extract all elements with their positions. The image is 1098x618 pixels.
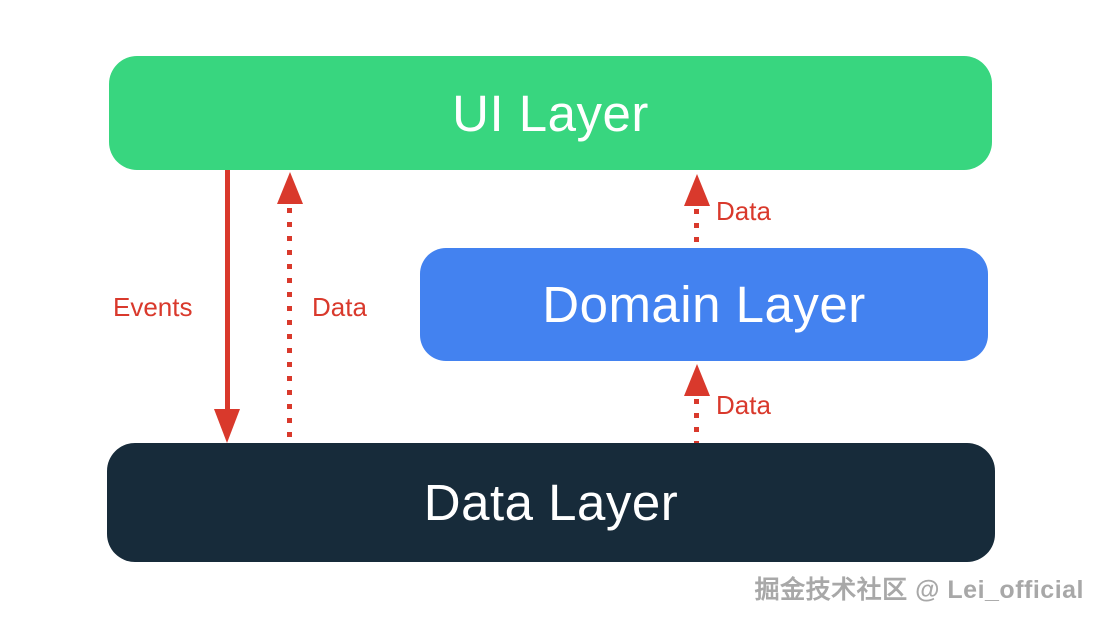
events-arrow-label: Events [113, 292, 193, 322]
domain-layer-box: Domain Layer [420, 248, 988, 361]
data-to-ui-arrow-line [287, 208, 292, 443]
data-layer-label: Data Layer [423, 474, 679, 531]
data-to-domain-arrow-line [694, 399, 699, 443]
ui-layer-label: UI Layer [452, 84, 649, 142]
domain-layer-label: Domain Layer [542, 276, 866, 333]
data-to-ui-arrow-label: Data [312, 292, 367, 322]
data-to-domain-arrowhead-up-icon [684, 364, 710, 396]
domain-to-ui-arrowhead-up-icon [684, 174, 710, 206]
events-arrowhead-down-icon [214, 409, 240, 443]
domain-to-ui-arrow-line [694, 209, 699, 248]
ui-layer-box: UI Layer [109, 56, 992, 170]
domain-to-ui-arrow-label: Data [716, 196, 771, 226]
data-to-ui-arrowhead-up-icon [277, 172, 303, 204]
data-layer-box: Data Layer [107, 443, 995, 562]
watermark-text: 掘金技术社区 @ Lei_official [754, 576, 1084, 604]
data-to-domain-arrow-label: Data [716, 390, 771, 420]
events-arrow-line [225, 170, 230, 412]
